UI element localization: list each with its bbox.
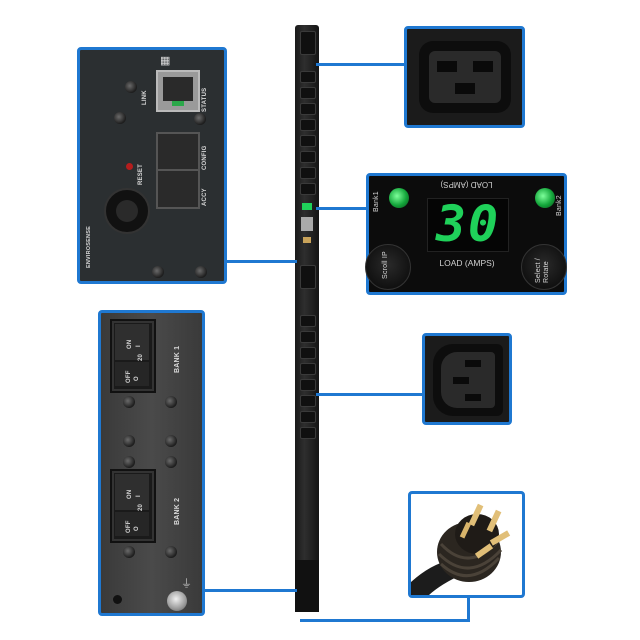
reset-button[interactable] (126, 163, 133, 170)
pdu-port (303, 237, 311, 243)
lcd-display: 30 (427, 195, 509, 253)
bank2-on-symbol: I (136, 495, 142, 497)
ground-screw (167, 591, 187, 611)
screw (114, 112, 126, 124)
c19-outlet-panel (404, 26, 525, 128)
bank2-off-label: OFF (126, 520, 132, 533)
bank1-off-symbol: O (134, 376, 140, 381)
outlet (300, 315, 316, 327)
outlet (300, 151, 316, 163)
callout-line-c13 (316, 393, 424, 396)
outlet-c19-mid (300, 265, 316, 289)
load-amps-value: 30 (435, 195, 501, 253)
outlet (300, 363, 316, 375)
callout-line-lcd (316, 207, 368, 210)
network-interface-panel: ▦ LINK STATUS CONFIG ACCY RESET ENVIROSE… (77, 47, 227, 284)
callout-line-plug-horizontal (300, 619, 470, 622)
envirosense-label: ENVIROSENSE (86, 226, 92, 268)
lcd-bottom-label: LOAD (AMPS) (439, 258, 495, 268)
bank2-on-label: ON (127, 489, 133, 499)
callout-line-plug-vertical (467, 596, 470, 621)
c13-outlet-panel (422, 333, 512, 425)
bank2-led-label: Bank2 (556, 195, 563, 216)
bank1-rating: 20 (138, 353, 144, 361)
screw (152, 266, 164, 278)
reset-label: RESET (138, 163, 144, 185)
screw (123, 456, 135, 468)
screw (165, 456, 177, 468)
screw (123, 546, 135, 558)
bank2-led (535, 188, 555, 208)
select-rotate-button[interactable]: Select / Rotate (521, 244, 567, 290)
screw (165, 435, 177, 447)
locking-plug-panel (408, 491, 525, 598)
bank1-on-label: ON (127, 339, 133, 349)
bank1-breaker-switch[interactable]: ON I 20 OFF O (110, 319, 156, 393)
bank1-on-symbol: I (136, 345, 142, 347)
c13-outlet-icon (433, 344, 503, 416)
outlet-c19-top (300, 31, 316, 55)
config-port[interactable] (156, 132, 200, 172)
link-label: LINK (142, 90, 148, 105)
bank2-off-symbol: O (134, 526, 140, 531)
lcd-load-meter-panel: LOAD (AMPS) Bank1 Bank2 30 LOAD (AMPS) S… (365, 173, 567, 295)
pdu-strip (295, 25, 319, 612)
config-label: CONFIG (202, 145, 208, 170)
bank1-led-label: Bank1 (373, 191, 380, 212)
breaker-banks-panel: ON I 20 OFF O BANK 1 ON I 20 OFF O BANK … (98, 310, 205, 616)
outlet (300, 71, 316, 83)
c19-outlet-icon (419, 41, 511, 113)
accy-port[interactable] (156, 169, 200, 209)
bank1-label: BANK 1 (174, 345, 181, 373)
outlet (300, 87, 316, 99)
outlet (300, 379, 316, 391)
screw (194, 113, 206, 125)
callout-line-banks (203, 589, 297, 592)
callout-line-network (225, 260, 297, 263)
outlet (300, 119, 316, 131)
ground-icon: ⏚ (181, 578, 192, 590)
outlet (300, 331, 316, 343)
select-rotate-label: Select / Rotate (535, 258, 550, 283)
bank1-off-label: OFF (126, 370, 132, 383)
outlet (300, 167, 316, 179)
outlet (300, 427, 316, 439)
outlet (300, 183, 316, 195)
pdu-logo (301, 217, 313, 231)
screw (165, 396, 177, 408)
screw (195, 266, 207, 278)
pdu-input-end (295, 560, 319, 612)
bank2-rating: 20 (138, 503, 144, 511)
envirosense-port[interactable] (104, 188, 150, 234)
screw (165, 546, 177, 558)
status-label: STATUS (202, 87, 208, 112)
outlet (300, 135, 316, 147)
locking-plug-icon (411, 503, 511, 595)
pdu-mini-display (302, 203, 312, 210)
screw (125, 81, 137, 93)
ethernet-port[interactable] (156, 70, 200, 112)
bank2-label: BANK 2 (174, 497, 181, 525)
bank1-led (389, 188, 409, 208)
screw (123, 435, 135, 447)
mounting-hole (113, 595, 122, 604)
callout-line-c19 (316, 63, 406, 66)
bank2-breaker-switch[interactable]: ON I 20 OFF O (110, 469, 156, 543)
outlet (300, 347, 316, 359)
screw (123, 396, 135, 408)
scroll-ip-button[interactable]: Scroll IP (365, 244, 411, 290)
outlet (300, 103, 316, 115)
network-icon: ▦ (160, 55, 171, 67)
accy-label: ACCY (202, 188, 208, 206)
outlet (300, 395, 316, 407)
scroll-ip-label: Scroll IP (382, 251, 389, 279)
outlet (300, 411, 316, 423)
